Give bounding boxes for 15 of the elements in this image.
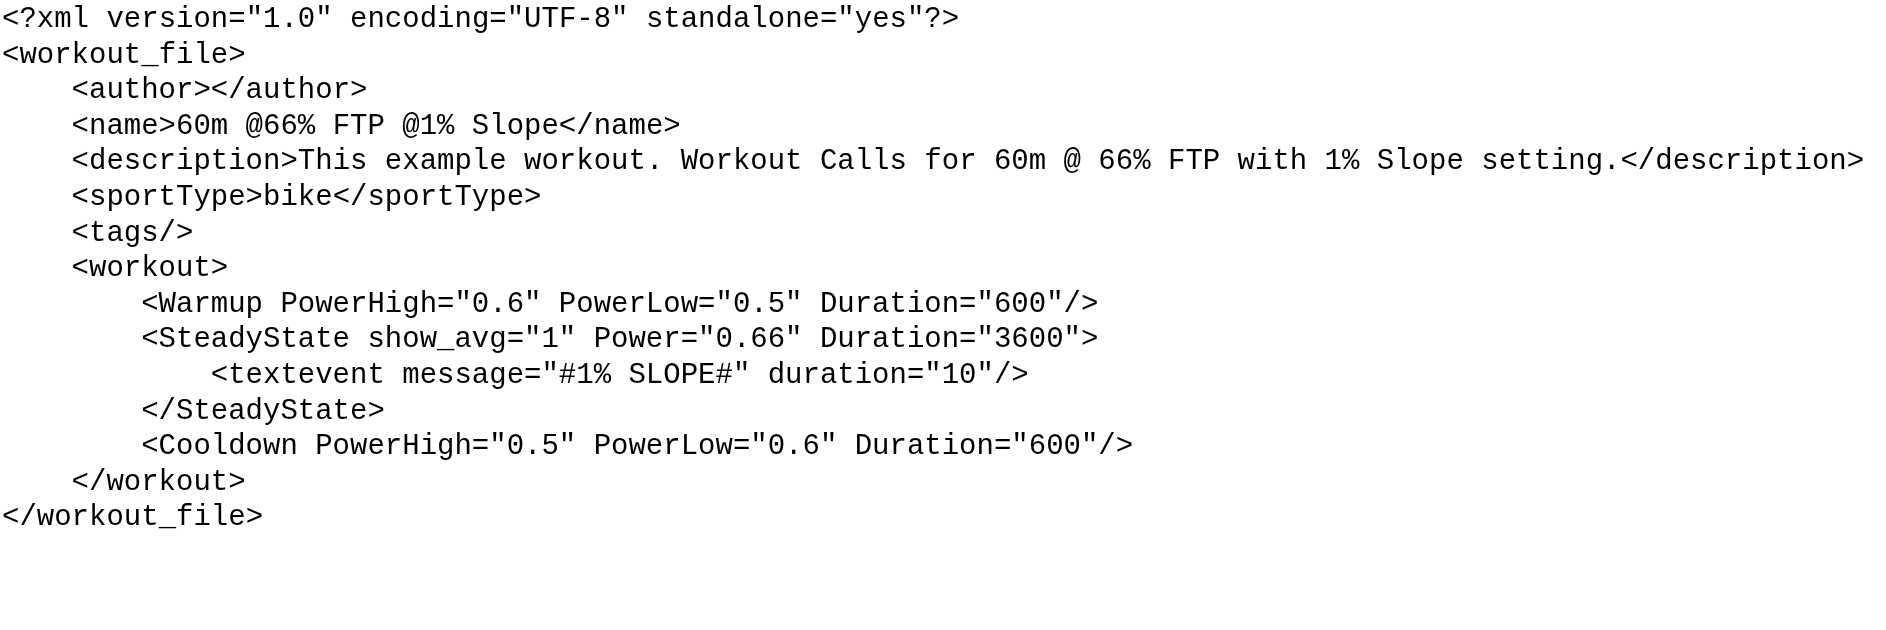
code-line: <name>60m @66% FTP @1% Slope</name>: [70, 108, 681, 145]
code-line: <author></author>: [70, 73, 368, 109]
code-line: <tags/>: [70, 215, 194, 252]
code-line: <description>This example workout. Workout Calls for 60m @ 66% FTP with 1% Slope setting.</description>: [70, 144, 1865, 180]
code-line: </workout_file>: [2, 500, 264, 536]
code-line: <textevent message="#1% SLOPE#" duration="10"/>: [209, 357, 1029, 394]
code-line: <Warmup PowerHigh="0.6" PowerLow="0.5" Duration="600"/>: [140, 286, 1099, 323]
code-line: </workout>: [70, 464, 246, 501]
code-line: <?xml version="1.0" encoding="UTF-8" standalone="yes"?>: [2, 2, 960, 38]
code-line: <SteadyState show_avg="1" Power="0.66" Duration="3600">: [140, 322, 1099, 358]
code-line: <Cooldown PowerHigh="0.5" PowerLow="0.6" Duration="600"/>: [140, 429, 1134, 465]
code-line: <workout_file>: [2, 37, 246, 74]
code-line: </SteadyState>: [140, 393, 385, 430]
code-line: <sportType>bike</sportType>: [70, 179, 542, 216]
code-line: <workout>: [70, 251, 229, 287]
